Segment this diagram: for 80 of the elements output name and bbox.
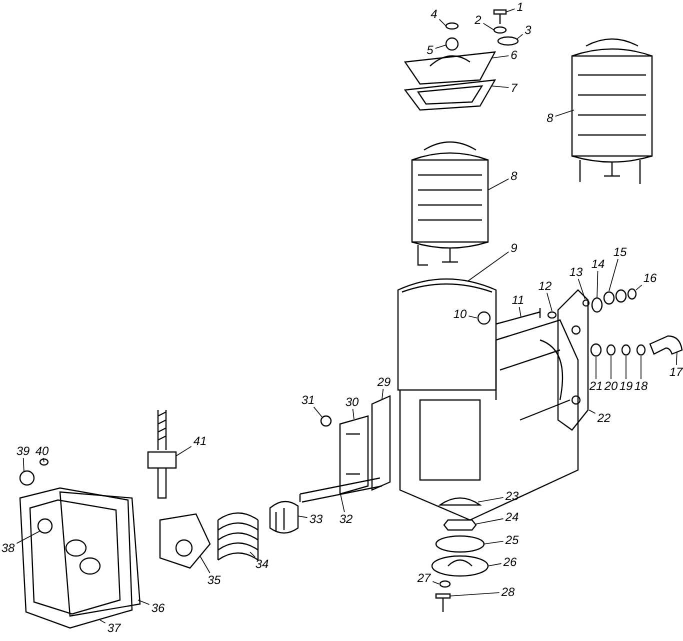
leader-line [382,388,384,400]
callout-number: 40 [34,445,50,457]
callout-number: 20 [603,380,619,392]
callout-number: 22 [596,412,612,424]
callout-number: 11 [510,294,526,306]
leader-line [468,251,510,282]
leader-line [546,292,552,312]
leader-line [438,18,446,26]
callout-number: 7 [510,82,518,94]
leader-line [432,581,440,584]
callout-number: 30 [344,396,360,408]
leader-line [482,22,494,30]
callout-number: 4 [430,8,438,20]
leader-line [352,408,354,420]
leader-line [610,356,612,380]
callout-number: 12 [537,280,553,292]
callout-number: 18 [633,380,649,392]
leader-line [516,34,524,40]
callout-number: 9 [510,242,518,254]
leader-line [200,556,210,574]
leader-line [488,178,510,190]
leader-line [340,492,345,512]
leader-line [138,600,150,605]
leader-line [640,356,642,380]
leader-line [450,592,500,596]
callout-number: 34 [254,558,270,570]
callout-number: 16 [642,272,658,284]
callout-number: 31 [300,394,316,406]
callout-number: 35 [206,574,222,586]
callout-number: 10 [452,308,468,320]
callout-number: 2 [474,14,482,26]
leader-line [478,497,504,502]
callout-number: 37 [106,622,122,634]
leader-line [476,518,504,524]
callout-number: 25 [504,534,520,546]
callout-number: 6 [510,49,518,61]
leader-line [596,270,598,298]
callout-number: 15 [612,246,628,258]
callout-number: 5 [426,44,434,56]
callout-number: 1 [516,1,524,13]
leader-line [250,552,256,558]
leader-line [313,406,322,418]
callout-number: 21 [588,380,604,392]
callout-number: 13 [568,266,584,278]
leader-line [588,410,596,414]
leader-line [492,55,510,58]
callout-number: 8 [510,170,518,182]
leader-line [468,316,478,318]
leader-line [484,540,504,544]
leader-line [488,563,502,566]
callout-number: 26 [502,556,518,568]
leader-line [492,86,510,88]
leader-line [636,284,642,290]
callout-number: 17 [668,366,683,378]
callout-number: 39 [15,445,31,457]
callout-number: 33 [308,513,324,525]
leader-line [506,8,516,12]
callout-number: 27 [416,572,432,584]
callout-number: 28 [500,586,516,598]
leader-line [518,306,522,318]
callout-number: 41 [192,435,208,447]
leader-line [578,278,586,300]
callout-number: 14 [590,258,606,270]
leader-line [298,516,308,518]
callout-number: 8 [546,112,554,124]
leader-line [22,458,24,472]
callout-number: 24 [504,511,520,523]
callout-number: 32 [338,513,354,525]
leader-line [434,44,446,49]
callout-number: 3 [524,24,532,36]
leader-line [676,352,678,366]
callout-number: 19 [618,380,634,392]
leader-line [554,110,574,117]
callout-number: 36 [150,602,166,614]
callout-number: 29 [376,376,392,388]
callout-number: 38 [0,542,16,554]
leader-line [176,446,192,456]
leader-line [100,620,106,624]
leader-line [42,458,44,462]
leader-line [608,258,618,292]
